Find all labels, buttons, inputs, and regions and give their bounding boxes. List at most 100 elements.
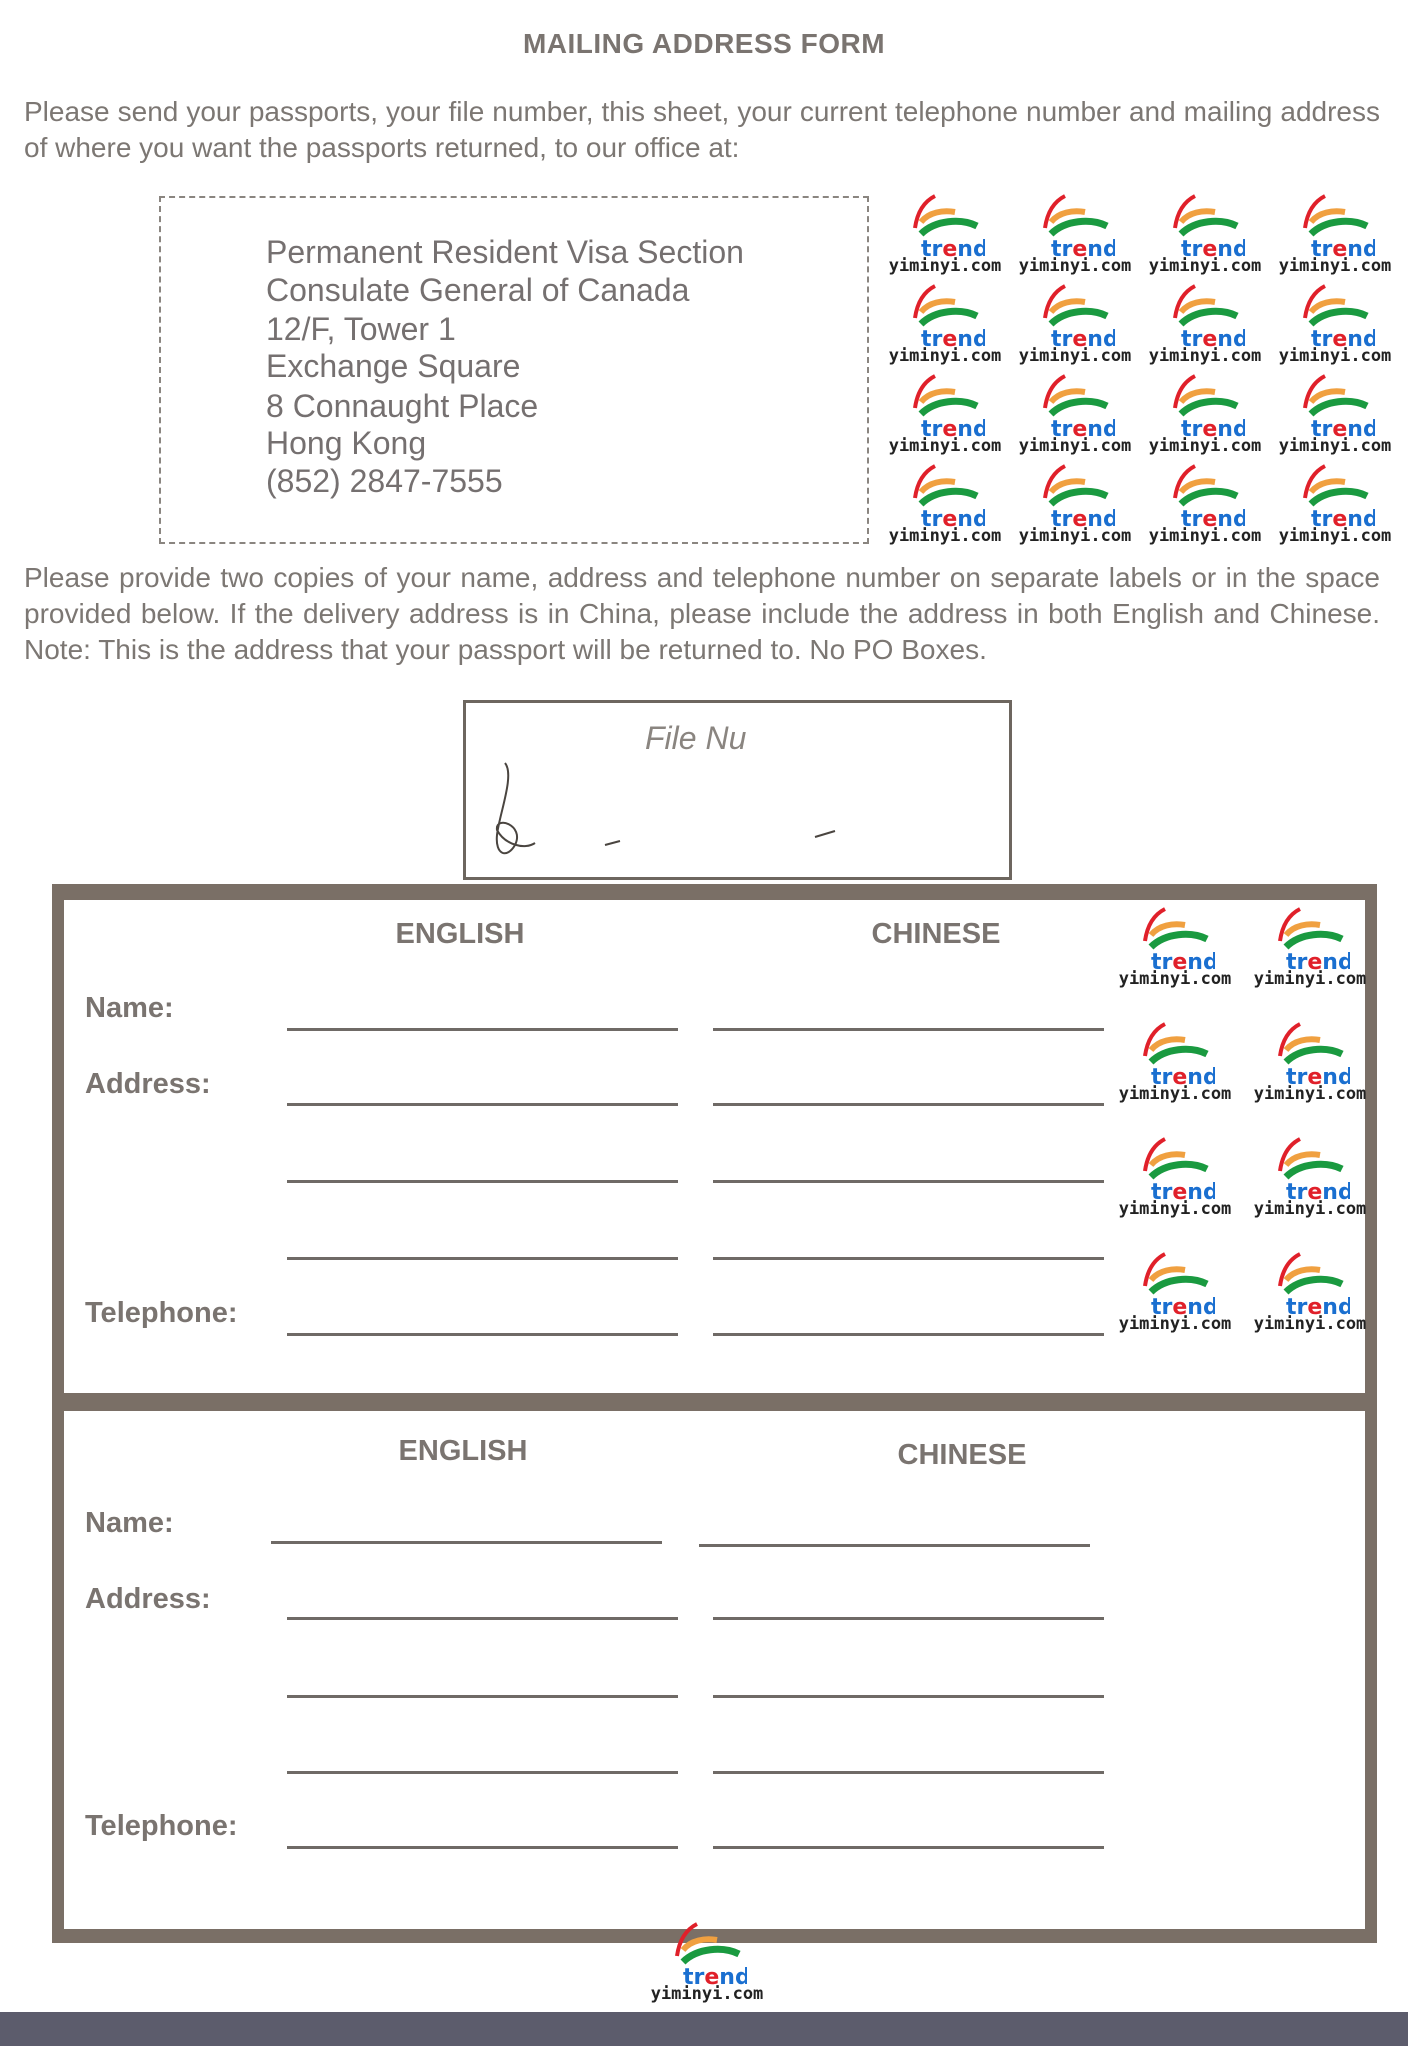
trend-logo-icon: trend (913, 374, 985, 438)
watermark-site: yiminyi.com (888, 346, 1002, 366)
svg-text:trend: trend (1151, 1295, 1215, 1316)
svg-text:trend: trend (1286, 1065, 1350, 1086)
trend-logo-icon: trend (1303, 194, 1375, 258)
watermark: trend yiminyi.com (1140, 372, 1270, 456)
watermark-site: yiminyi.com (1278, 256, 1392, 276)
watermark-site: yiminyi.com (1278, 436, 1392, 456)
watermark: trend yiminyi.com (1010, 372, 1140, 456)
svg-text:trend: trend (1051, 327, 1115, 348)
trend-logo-icon: trend (1043, 464, 1115, 528)
chinese-address-2-field[interactable] (713, 1180, 1104, 1183)
address-line: (852) 2847-7555 (266, 463, 503, 499)
english-address-3-field[interactable] (287, 1257, 678, 1260)
english-name-field[interactable] (271, 1541, 662, 1544)
english-column-header: ENGLISH (398, 1435, 528, 1467)
watermark: trend yiminyi.com (1245, 1135, 1375, 1219)
watermark-site: yiminyi.com (1253, 1199, 1367, 1219)
english-address-2-field[interactable] (287, 1180, 678, 1183)
chinese-name-field[interactable] (699, 1544, 1090, 1547)
svg-text:trend: trend (1311, 507, 1375, 528)
english-address-1-field[interactable] (287, 1103, 678, 1106)
english-address-3-field[interactable] (287, 1771, 678, 1774)
chinese-column-header: CHINESE (897, 1439, 1027, 1471)
address-line: Exchange Square (266, 348, 521, 384)
watermark-site: yiminyi.com (888, 436, 1002, 456)
watermark: trend yiminyi.com (1270, 372, 1400, 456)
chinese-address-3-field[interactable] (713, 1257, 1104, 1260)
name-label: Name: (85, 1507, 174, 1539)
chinese-address-1-field[interactable] (713, 1103, 1104, 1106)
svg-text:trend: trend (1286, 950, 1350, 971)
trend-logo-icon: trend (1143, 1252, 1215, 1316)
watermark: trend yiminyi.com (642, 1920, 772, 2004)
watermark-site: yiminyi.com (650, 1984, 764, 2004)
watermark-site: yiminyi.com (1253, 1314, 1367, 1334)
trend-logo-icon: trend (1143, 1137, 1215, 1201)
watermark: trend yiminyi.com (1245, 905, 1375, 989)
trend-logo-icon: trend (1173, 194, 1245, 258)
trend-logo-icon: trend (1303, 284, 1375, 348)
watermark: trend yiminyi.com (1010, 462, 1140, 546)
watermark: trend yiminyi.com (1110, 1020, 1240, 1104)
svg-text:trend: trend (1286, 1295, 1350, 1316)
watermark: trend yiminyi.com (880, 192, 1010, 276)
chinese-address-3-field[interactable] (713, 1771, 1104, 1774)
office-address-box (159, 196, 869, 544)
watermark: trend yiminyi.com (1140, 462, 1270, 546)
svg-text:trend: trend (921, 507, 985, 528)
trend-logo-icon: trend (913, 464, 985, 528)
svg-text:trend: trend (1181, 417, 1245, 438)
watermark-site: yiminyi.com (1253, 969, 1367, 989)
address-line: Hong Kong (266, 425, 427, 461)
watermark: trend yiminyi.com (1110, 905, 1240, 989)
signature (495, 762, 836, 855)
chinese-telephone-field[interactable] (713, 1333, 1104, 1336)
svg-text:trend: trend (1151, 950, 1215, 971)
watermark: trend yiminyi.com (880, 282, 1010, 366)
watermark: trend yiminyi.com (1140, 282, 1270, 366)
watermark: trend yiminyi.com (1010, 282, 1140, 366)
watermark-site: yiminyi.com (1278, 346, 1392, 366)
watermark: trend yiminyi.com (1110, 1135, 1240, 1219)
svg-text:trend: trend (1051, 237, 1115, 258)
watermark: trend yiminyi.com (1245, 1250, 1375, 1334)
address-line: 8 Connaught Place (266, 388, 539, 424)
english-address-2-field[interactable] (287, 1695, 678, 1698)
english-name-field[interactable] (287, 1028, 678, 1031)
watermark: trend yiminyi.com (880, 462, 1010, 546)
svg-text:trend: trend (1311, 327, 1375, 348)
watermark-site: yiminyi.com (1148, 256, 1262, 276)
watermark-site: yiminyi.com (888, 256, 1002, 276)
svg-text:trend: trend (1151, 1065, 1215, 1086)
address-form-2 (52, 1393, 1377, 1943)
trend-logo-icon: trend (1143, 1022, 1215, 1086)
telephone-label: Telephone: (85, 1810, 238, 1842)
file-number-label: File Nu (645, 720, 747, 756)
english-telephone-field[interactable] (287, 1846, 678, 1849)
chinese-address-1-field[interactable] (713, 1617, 1104, 1620)
svg-text:trend: trend (1181, 237, 1245, 258)
svg-text:trend: trend (1311, 237, 1375, 258)
svg-text:trend: trend (1151, 1180, 1215, 1201)
english-address-1-field[interactable] (287, 1617, 678, 1620)
chinese-address-2-field[interactable] (713, 1695, 1104, 1698)
watermark-site: yiminyi.com (1118, 969, 1232, 989)
english-telephone-field[interactable] (287, 1333, 678, 1336)
watermark-site: yiminyi.com (1148, 526, 1262, 546)
instructions-paragraph-1: Please send your passports, your file nu… (24, 96, 1380, 163)
scan-bottom-edge (0, 2012, 1408, 2046)
watermark: trend yiminyi.com (1140, 192, 1270, 276)
trend-logo-icon: trend (913, 284, 985, 348)
chinese-telephone-field[interactable] (713, 1846, 1104, 1849)
svg-text:trend: trend (921, 417, 985, 438)
trend-logo-icon: trend (1173, 464, 1245, 528)
address-line: Consulate General of Canada (266, 272, 690, 308)
instructions-paragraph-2: Please provide two copies of your name, … (24, 562, 1380, 665)
trend-logo-icon: trend (1173, 284, 1245, 348)
watermark: trend yiminyi.com (1010, 192, 1140, 276)
trend-logo-icon: trend (913, 194, 985, 258)
watermark-site: yiminyi.com (1018, 436, 1132, 456)
svg-text:trend: trend (683, 1965, 747, 1986)
chinese-name-field[interactable] (713, 1028, 1104, 1031)
watermark: trend yiminyi.com (880, 372, 1010, 456)
